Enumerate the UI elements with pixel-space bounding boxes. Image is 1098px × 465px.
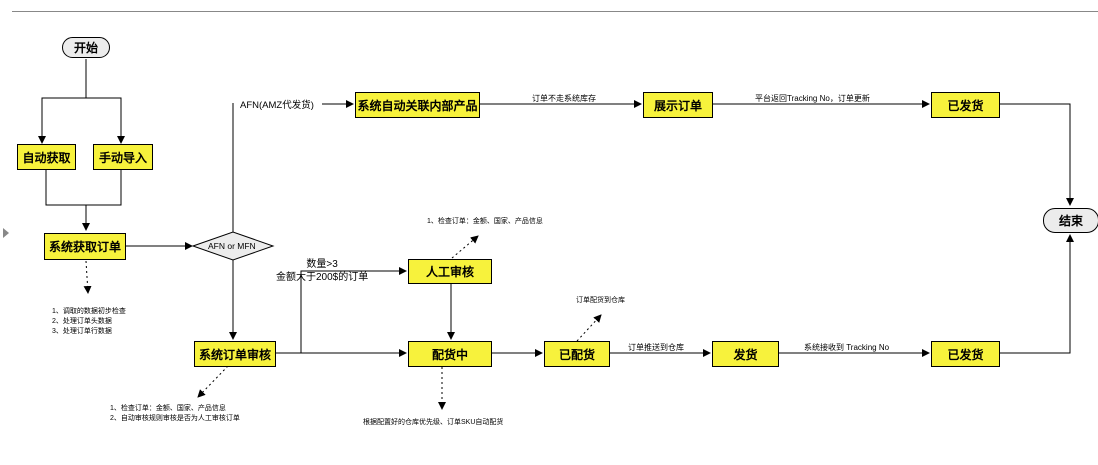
order-review-node: 系统订单审核 bbox=[194, 341, 276, 367]
note-line: 根据配置好的仓库优先级、订单SKU自动配货 bbox=[363, 419, 504, 426]
condition-label: 数量>3 金额大于200$的订单 bbox=[276, 258, 368, 284]
edge-label-receive-tracking: 系统接收到 Tracking No bbox=[804, 343, 890, 352]
decision-label: AFN or MFN bbox=[208, 241, 256, 251]
edge-label-push-warehouse: 订单推送到仓库 bbox=[628, 343, 684, 352]
allocating-node: 配货中 bbox=[408, 341, 492, 367]
manual-review-node: 人工审核 bbox=[408, 259, 492, 284]
edge-label-no-inventory: 订单不走系统库存 bbox=[532, 94, 596, 103]
auto-fetch-node: 自动获取 bbox=[17, 144, 76, 170]
ship-node: 发货 bbox=[712, 341, 779, 367]
allocated-node: 已配货 bbox=[544, 341, 610, 367]
auto-link-node: 系统自动关联内部产品 bbox=[355, 92, 480, 118]
note-line: 1、检查订单：金额、国家、产品信息 bbox=[110, 405, 226, 412]
condition-line: 金额大于200$的订单 bbox=[276, 272, 369, 283]
manual-import-node: 手动导入 bbox=[93, 144, 153, 170]
allocating-note: 根据配置好的仓库优先级、订单SKU自动配货 bbox=[363, 418, 503, 428]
allocated-note: 订单配货到仓库 bbox=[576, 296, 625, 306]
note-line: 2、自动审核规则审核是否为人工审核订单 bbox=[110, 415, 240, 422]
note-line: 2、处理订单头数据 bbox=[52, 318, 112, 325]
manual-review-note: 1、检查订单：金额、国家、产品信息 bbox=[427, 217, 543, 227]
start-node: 开始 bbox=[62, 37, 110, 58]
end-node: 结束 bbox=[1043, 208, 1098, 233]
show-order-node: 展示订单 bbox=[643, 92, 713, 118]
note-line: 订单配货到仓库 bbox=[576, 297, 625, 304]
afn-label: AFN(AMZ代发货) bbox=[240, 100, 314, 111]
edge-label-tracking-update: 平台返回Tracking No，订单更新 bbox=[755, 94, 870, 103]
fetch-orders-node: 系统获取订单 bbox=[44, 233, 126, 260]
note-line: 1、调取的数据初步检查 bbox=[52, 308, 126, 315]
condition-line: 数量>3 bbox=[306, 259, 338, 270]
order-review-note: 1、检查订单：金额、国家、产品信息 2、自动审核规则审核是否为人工审核订单 bbox=[110, 404, 240, 424]
collapse-arrow-icon[interactable] bbox=[3, 228, 9, 238]
shipped-top-node: 已发货 bbox=[931, 92, 1000, 118]
shipped-bottom-node: 已发货 bbox=[931, 341, 1000, 367]
note-line: 1、检查订单：金额、国家、产品信息 bbox=[427, 218, 543, 225]
fetch-note: 1、调取的数据初步检查 2、处理订单头数据 3、处理订单行数据 bbox=[52, 307, 126, 337]
note-line: 3、处理订单行数据 bbox=[52, 328, 112, 335]
top-divider bbox=[12, 11, 1098, 12]
